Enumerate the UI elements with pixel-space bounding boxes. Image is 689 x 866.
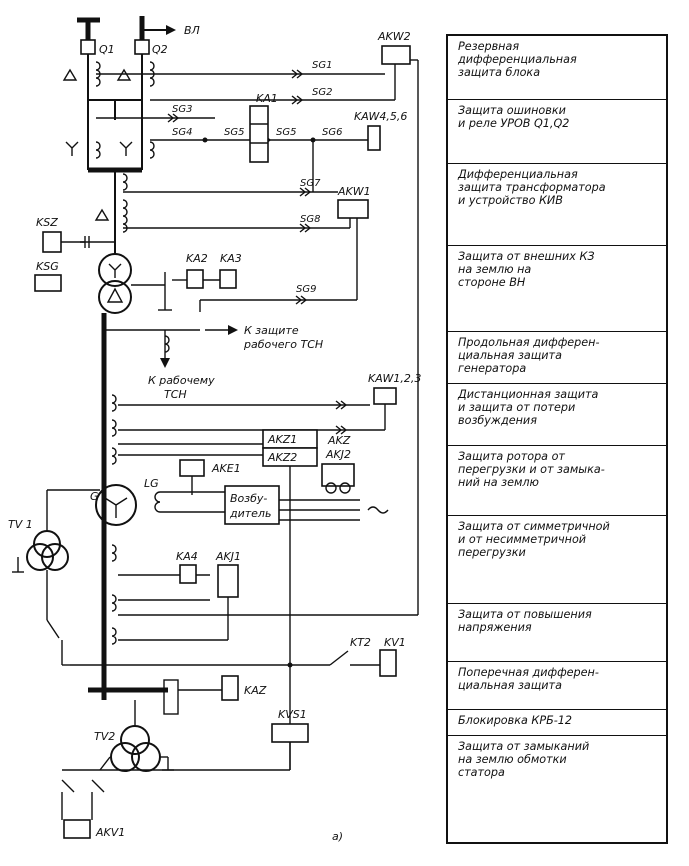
legend-row: Блокировка КРБ-12 <box>448 710 666 736</box>
label-exciter-1: Возбу- <box>230 492 267 505</box>
generator <box>95 484 137 526</box>
label-sg8: SG8 <box>300 214 320 225</box>
label-ake1: AKE1 <box>211 462 241 475</box>
label-akz1: AKZ1 <box>267 433 297 446</box>
label-akj2: AKJ2 <box>325 448 351 461</box>
label-sg55: SG5 <box>276 127 296 138</box>
label-g: G <box>90 490 99 503</box>
hv-buses <box>77 16 176 40</box>
label-exciter-2: дитель <box>229 507 271 520</box>
legend-row: Защита ротора от перегрузки и от замыка-… <box>448 446 666 516</box>
relay-akz-akj2 <box>321 463 355 487</box>
breaker-q1 <box>80 39 96 55</box>
label-akz2: AKZ2 <box>267 451 297 464</box>
legend-row: Защита от внешних КЗ на землю на стороне… <box>448 246 666 332</box>
delta-symbol <box>62 68 78 81</box>
legend-row: Продольная дифферен- циальная защита ген… <box>448 332 666 384</box>
relay-akv1 <box>63 819 91 839</box>
label-ka2: KA2 <box>186 252 208 265</box>
relay-ka1 <box>249 105 269 163</box>
legend-row: Защита ошиновки и реле УРОВ Q1,Q2 <box>448 100 666 164</box>
ct-coils-main <box>122 173 128 233</box>
relay-ake1 <box>179 459 205 477</box>
delta-symbol <box>116 68 132 81</box>
ct-coils-q1q2 <box>95 61 155 159</box>
legend-row: Резервная дифференциальная защита блока <box>448 36 666 100</box>
label-kaz: KAZ <box>244 684 267 697</box>
label-tsn-work-2: ТСН <box>164 388 187 401</box>
label-tv2: TV2 <box>94 730 115 743</box>
relay-kv1 <box>379 649 397 677</box>
legend-row: Защита от симметричной и от несимметричн… <box>448 516 666 604</box>
exciter <box>224 485 280 525</box>
relay-ka3 <box>219 269 237 289</box>
relay-akw1 <box>337 199 369 219</box>
label-sg9: SG9 <box>296 284 316 295</box>
legend-row: Дифференциальная защита трансформатора и… <box>448 164 666 246</box>
main-transformer <box>98 253 132 314</box>
label-vl: ВЛ <box>184 24 200 37</box>
legend-row: Защита от повышения напряжения <box>448 604 666 662</box>
relay-akj1 <box>217 564 239 598</box>
relay-kaw456 <box>367 125 381 151</box>
label-sg7: SG7 <box>300 178 321 189</box>
legend-row: Дистанционная защита и защита от потери … <box>448 384 666 446</box>
relay-kaw123 <box>373 387 397 405</box>
label-tsn-work-1: К рабочему <box>148 374 215 387</box>
label-akz: AKZ <box>327 434 351 447</box>
label-ksg: KSG <box>36 260 59 273</box>
label-akj1: AKJ1 <box>215 550 241 563</box>
label-ka3: KA3 <box>220 252 242 265</box>
signal-lines <box>96 69 395 233</box>
ct-coils-generator <box>111 394 117 465</box>
label-lg: LG <box>144 477 159 490</box>
legend-row: Защита от замыканий на землю обмотки ста… <box>458 740 590 779</box>
label-ksz: KSZ <box>36 216 58 229</box>
relay-kaz <box>221 675 239 701</box>
legend-row: Поперечная дифферен- циальная защита <box>448 662 666 710</box>
ct-kaz <box>163 679 179 715</box>
relay-ksz <box>42 231 62 253</box>
label-sg5: SG5 <box>224 127 244 138</box>
label-tv1: TV 1 <box>8 518 33 531</box>
label-sg1: SG1 <box>312 60 332 71</box>
label-ka1: KA1 <box>256 92 278 105</box>
label-tsn-prot-2: рабочего ТСН <box>243 338 323 351</box>
relay-ka4 <box>179 564 197 584</box>
label-sg4: SG4 <box>172 127 192 138</box>
label-q2: Q2 <box>152 43 168 56</box>
vt-tv1 <box>12 489 100 573</box>
label-q1: Q1 <box>99 43 115 56</box>
label-sg3: SG3 <box>172 104 192 115</box>
breaker-q2 <box>134 39 150 55</box>
label-ka4: KA4 <box>176 550 198 563</box>
figure-caption: а) <box>332 830 343 843</box>
label-kt2: KT2 <box>350 636 371 649</box>
label-kaw456: KAW4,5,6 <box>354 110 407 123</box>
relay-ka2 <box>186 269 204 289</box>
label-akw2: AKW2 <box>377 30 411 43</box>
star-symbol <box>65 141 79 156</box>
relay-kvs1 <box>271 723 309 743</box>
relay-akw2 <box>381 45 411 65</box>
label-tsn-prot-1: К защите <box>244 324 299 337</box>
delta-symbol <box>94 208 110 221</box>
label-sg2: SG2 <box>312 87 332 98</box>
label-kvs1: KVS1 <box>278 708 307 721</box>
label-sg6: SG6 <box>322 127 342 138</box>
relay-ksg <box>34 274 62 292</box>
label-akw1: AKW1 <box>337 185 371 198</box>
label-akv1: AKV1 <box>95 826 125 839</box>
ct-coils-lower <box>111 544 117 645</box>
star-symbol <box>119 141 133 156</box>
label-kaw123: KAW1,2,3 <box>368 372 421 385</box>
field-winding-lg <box>154 491 161 513</box>
label-kv1: KV1 <box>384 636 406 649</box>
